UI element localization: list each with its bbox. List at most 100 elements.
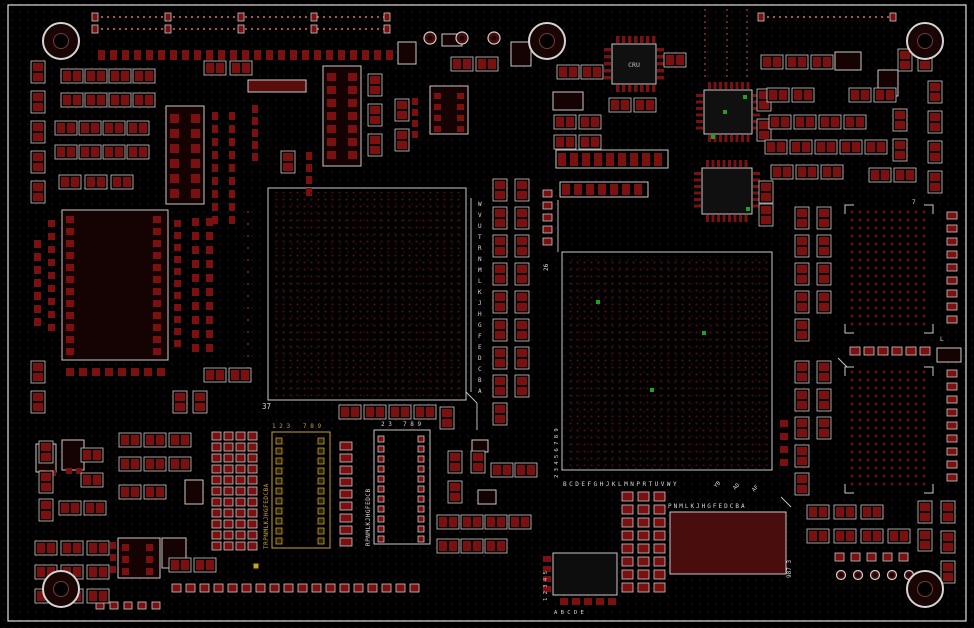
pad[interactable] xyxy=(317,537,325,545)
pad[interactable] xyxy=(192,302,199,310)
pad[interactable] xyxy=(212,216,218,224)
pad[interactable] xyxy=(657,76,664,80)
pad[interactable] xyxy=(317,487,325,495)
pad[interactable] xyxy=(377,535,385,543)
pad[interactable] xyxy=(66,324,74,331)
pad[interactable] xyxy=(66,348,74,355)
pad[interactable] xyxy=(297,583,308,593)
pad[interactable] xyxy=(596,598,604,605)
pad[interactable] xyxy=(696,120,703,123)
pad[interactable] xyxy=(377,475,385,483)
pad[interactable] xyxy=(153,252,161,259)
pad[interactable] xyxy=(194,50,201,60)
pad[interactable] xyxy=(946,237,958,246)
pad[interactable] xyxy=(637,530,650,541)
pad[interactable] xyxy=(616,36,620,43)
pad[interactable] xyxy=(377,445,385,453)
pad[interactable] xyxy=(741,82,744,89)
pad[interactable] xyxy=(247,486,258,496)
pad[interactable] xyxy=(946,447,958,456)
pad[interactable] xyxy=(174,340,181,347)
pad[interactable] xyxy=(199,583,210,593)
pad[interactable] xyxy=(339,441,353,451)
pad[interactable] xyxy=(728,160,731,167)
pad[interactable] xyxy=(741,135,744,142)
pad[interactable] xyxy=(757,12,765,22)
pad[interactable] xyxy=(206,218,213,226)
pad[interactable] xyxy=(247,464,258,474)
pad[interactable] xyxy=(417,485,425,493)
pad[interactable] xyxy=(247,475,258,485)
pad[interactable] xyxy=(374,50,381,60)
pad[interactable] xyxy=(110,50,117,60)
pad[interactable] xyxy=(657,48,664,52)
pad[interactable] xyxy=(634,184,642,195)
pad[interactable] xyxy=(542,213,553,222)
pad[interactable] xyxy=(753,204,760,208)
pad[interactable] xyxy=(753,126,760,130)
pad[interactable] xyxy=(170,50,177,60)
component-outline[interactable] xyxy=(471,439,489,453)
pad[interactable] xyxy=(247,442,258,452)
pad[interactable] xyxy=(562,184,570,195)
pad[interactable] xyxy=(746,82,750,89)
pad[interactable] xyxy=(338,50,345,60)
pad[interactable] xyxy=(252,141,258,149)
pad[interactable] xyxy=(174,256,181,263)
pad[interactable] xyxy=(227,583,238,593)
pad[interactable] xyxy=(412,98,418,105)
pad[interactable] xyxy=(247,519,258,529)
pad[interactable] xyxy=(206,344,213,352)
pad[interactable] xyxy=(657,69,664,73)
pad[interactable] xyxy=(637,582,650,593)
pad[interactable] xyxy=(170,129,179,138)
pad[interactable] xyxy=(542,189,553,198)
pad[interactable] xyxy=(642,153,650,166)
pad[interactable] xyxy=(123,601,133,610)
pad[interactable] xyxy=(694,204,701,208)
pad[interactable] xyxy=(946,369,958,378)
pad[interactable] xyxy=(164,24,172,34)
pad[interactable] xyxy=(192,344,199,352)
pad[interactable] xyxy=(724,135,728,142)
pad[interactable] xyxy=(744,160,748,167)
pad[interactable] xyxy=(223,519,234,529)
pad[interactable] xyxy=(558,153,566,166)
pad[interactable] xyxy=(417,435,425,443)
component-outline[interactable] xyxy=(561,251,773,471)
pad[interactable] xyxy=(211,442,222,452)
pad[interactable] xyxy=(269,583,280,593)
pad[interactable] xyxy=(211,453,222,463)
pad[interactable] xyxy=(634,36,638,43)
pad[interactable] xyxy=(327,151,336,159)
pad[interactable] xyxy=(275,447,283,455)
pad[interactable] xyxy=(223,475,234,485)
pad[interactable] xyxy=(653,569,666,580)
pad[interactable] xyxy=(48,311,55,318)
pad[interactable] xyxy=(48,259,55,266)
pad[interactable] xyxy=(946,473,958,482)
pad[interactable] xyxy=(174,268,181,275)
pad[interactable] xyxy=(608,598,616,605)
pad[interactable] xyxy=(110,542,116,549)
pad[interactable] xyxy=(211,486,222,496)
pad[interactable] xyxy=(717,215,720,222)
pad[interactable] xyxy=(711,215,715,222)
pad[interactable] xyxy=(241,583,252,593)
pad[interactable] xyxy=(739,160,742,167)
pad[interactable] xyxy=(898,552,909,562)
pad[interactable] xyxy=(457,115,464,121)
pad[interactable] xyxy=(235,431,246,441)
pad[interactable] xyxy=(174,220,181,227)
pad[interactable] xyxy=(158,50,165,60)
component-outline[interactable] xyxy=(477,489,497,505)
pad[interactable] xyxy=(48,246,55,253)
pad[interactable] xyxy=(235,464,246,474)
pad[interactable] xyxy=(919,346,931,356)
pad[interactable] xyxy=(174,304,181,311)
pad[interactable] xyxy=(242,50,249,60)
pad[interactable] xyxy=(653,530,666,541)
pad[interactable] xyxy=(275,487,283,495)
pad[interactable] xyxy=(386,50,393,60)
pad[interactable] xyxy=(618,153,626,166)
